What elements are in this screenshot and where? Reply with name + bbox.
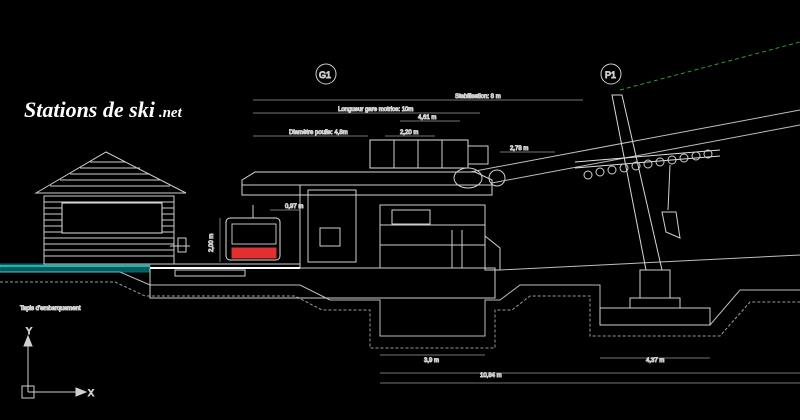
dim-200: 2,00 m [209, 234, 215, 252]
station-marker-circle [315, 63, 337, 85]
ucs-icon [21, 334, 88, 399]
pylon-marker-circle [600, 63, 622, 85]
station-platform [149, 267, 496, 299]
ground-profile [0, 271, 800, 349]
dim-461: 4,61 m [418, 115, 436, 121]
dim-diametre-poulie: Diamètre poulie: 4,8m [289, 130, 348, 136]
gondola-cabin [225, 205, 281, 261]
dim-stabilisation: Stabilisation: 8 m [455, 94, 501, 100]
dim-437: 4,37 m [646, 358, 664, 364]
pylon-label: P1 [605, 70, 616, 80]
dim-39: 3,9 m [424, 358, 439, 364]
cable-lines [469, 41, 800, 271]
dim-longueur-gare: Longueur gare motrice: 10m [338, 107, 413, 113]
station-label: G1 [319, 70, 331, 80]
dim-278: 2,78 m [510, 146, 528, 152]
watermark-logo: Stations de ski.net [24, 97, 182, 123]
watermark-brand: Stations de ski [24, 97, 155, 122]
dimension-lines [219, 99, 800, 384]
ski-hut [34, 151, 190, 265]
ucs-y-label: Y [26, 326, 32, 336]
dim-220: 2,20 m [400, 130, 418, 136]
water-strip [0, 263, 151, 273]
dim-097: 0,97 m [285, 204, 303, 210]
pylon-p1 [574, 94, 721, 326]
ucs-x-label: X [88, 388, 94, 398]
watermark-suffix: .net [158, 105, 182, 121]
tapis-label: Tapis d'embarquement [20, 306, 81, 312]
drive-station [160, 139, 506, 271]
dim-1084: 10,84 m [480, 373, 502, 379]
